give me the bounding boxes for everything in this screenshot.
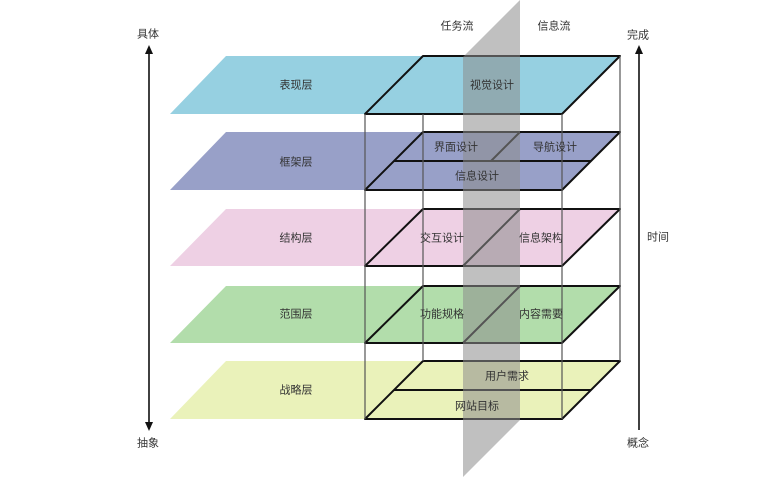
element-interface-design: 界面设计: [434, 140, 478, 154]
layer-name-scope: 范围层: [279, 307, 313, 321]
abstract-concrete-axis: [145, 45, 153, 431]
label-concept: 概念: [627, 436, 649, 450]
element-content-requirements: 内容需要: [519, 307, 563, 321]
label-complete: 完成: [627, 28, 649, 42]
layer-name-structure: 结构层: [279, 231, 313, 245]
layer-bands: [170, 56, 423, 419]
element-interaction-design: 交互设计: [420, 231, 464, 245]
element-site-objectives: 网站目标: [455, 399, 499, 413]
flow-divider-plane: [463, 0, 520, 477]
layer-name-skeleton: 框架层: [279, 155, 313, 169]
label-info-flow: 信息流: [537, 19, 571, 33]
element-information-design: 信息设计: [455, 169, 499, 183]
box-edges: [364, 56, 621, 419]
element-user-needs: 用户需求: [485, 369, 529, 383]
label-task-flow: 任务流: [440, 19, 474, 33]
band-strategy: [170, 361, 423, 419]
band-surface: [170, 56, 423, 114]
time-axis: [635, 45, 643, 430]
layer-name-surface: 表现层: [279, 78, 313, 92]
element-information-architecture: 信息架构: [519, 231, 563, 245]
band-skeleton: [170, 132, 423, 190]
label-time: 时间: [647, 230, 669, 244]
band-structure: [170, 209, 423, 266]
element-navigation-design: 导航设计: [533, 140, 577, 154]
layer-name-strategy: 战略层: [279, 383, 313, 397]
element-functional-spec: 功能规格: [420, 307, 464, 321]
band-scope: [170, 286, 423, 343]
label-concrete: 具体: [137, 27, 159, 41]
label-abstract: 抽象: [137, 436, 159, 450]
element-visual-design: 视觉设计: [470, 78, 514, 92]
